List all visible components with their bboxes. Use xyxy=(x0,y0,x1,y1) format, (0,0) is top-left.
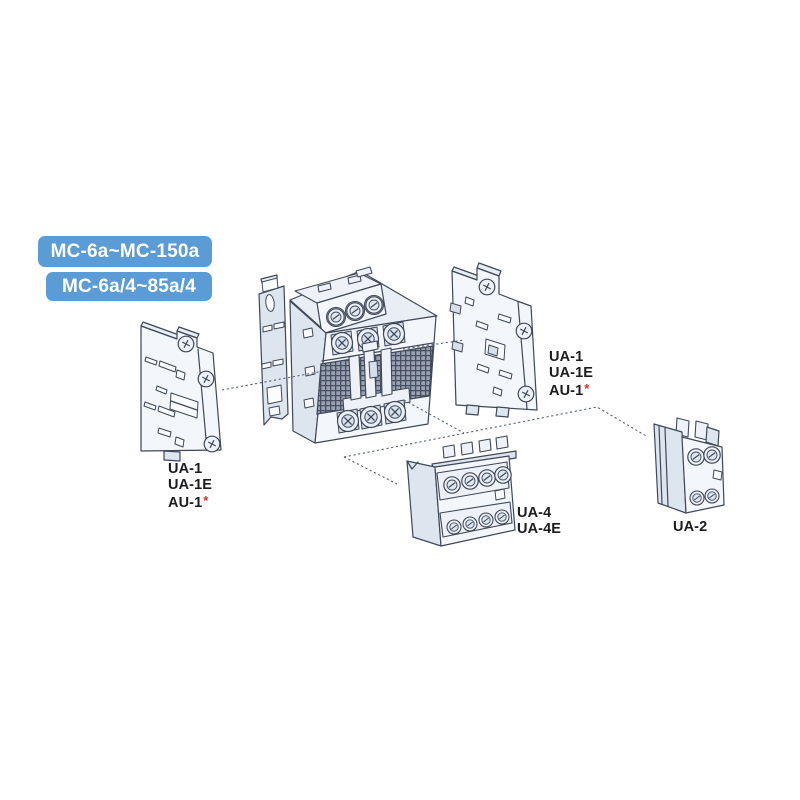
model-badge-primary-label: MC-6a~MC-150a xyxy=(50,240,200,262)
model-badge-secondary: MC-6a/4~85a/4 xyxy=(46,272,212,301)
model-name: UA-1E xyxy=(168,476,213,493)
aux-unit-side-left-illustration xyxy=(140,321,222,462)
footnote-asterisk: * xyxy=(203,493,209,508)
callout-line: AU-1* xyxy=(549,381,593,400)
model-name: UA-1E xyxy=(549,364,594,381)
assembly-guide-lines xyxy=(221,339,649,485)
callout-bottom-right-aux-unit: UA-2 xyxy=(673,519,708,536)
aux-unit-head-4p-illustration xyxy=(406,435,517,547)
footnote-asterisk: * xyxy=(584,381,590,396)
model-badge-primary: MC-6a~MC-150a xyxy=(38,236,212,267)
callout-line: UA-2 xyxy=(673,519,708,536)
callout-left-aux-unit: UA-1 UA-1E AU-1* xyxy=(168,461,213,512)
callout-line: UA-4 xyxy=(517,505,561,522)
contactor-illustration xyxy=(258,266,438,444)
callout-line: UA-1 xyxy=(549,349,593,366)
callout-line: AU-1* xyxy=(168,493,212,512)
callout-bottom-aux-unit: UA-4 UA-4E xyxy=(517,505,562,538)
callout-right-aux-unit: UA-1 UA-1E AU-1* xyxy=(549,349,594,400)
aux-unit-side-right-illustration xyxy=(449,262,538,418)
model-name: UA-2 xyxy=(673,519,708,535)
aux-unit-head-2p-illustration xyxy=(653,417,725,514)
callout-line: UA-1 xyxy=(168,461,212,478)
model-name: UA-1 xyxy=(168,461,203,477)
callout-line: UA-1E xyxy=(549,364,594,382)
model-name: UA-4 xyxy=(517,505,552,521)
model-name: UA-4E xyxy=(517,520,562,537)
model-name: AU-1 xyxy=(168,495,203,511)
model-badge-secondary-label: MC-6a/4~85a/4 xyxy=(61,275,197,297)
callout-line: UA-1E xyxy=(168,476,213,494)
model-name: UA-1 xyxy=(549,349,584,365)
model-name: AU-1 xyxy=(549,383,584,399)
callout-line: UA-4E xyxy=(517,520,562,538)
